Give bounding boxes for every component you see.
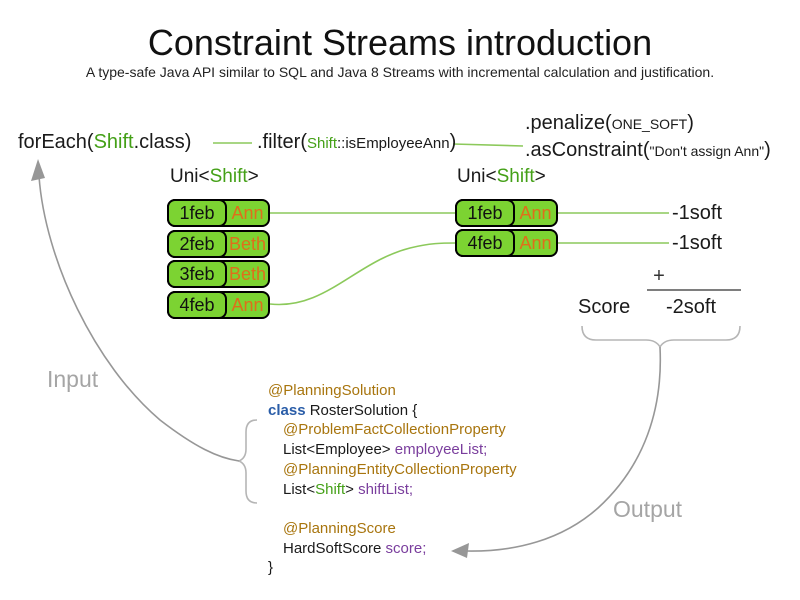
code-line-score-field: HardSoftScore score; — [268, 539, 517, 559]
connector-filter-asconstraint — [452, 143, 524, 147]
page-subtitle: A type-safe Java API similar to SQL and … — [85, 64, 715, 80]
type-param: Shift — [209, 166, 248, 187]
fact-type: List<Employee> — [283, 441, 395, 459]
foreach-open: forEach( — [18, 131, 94, 153]
employee-cell: Ann — [231, 295, 264, 315]
roster-solution-code-block: @PlanningSolution class RosterSolution {… — [268, 381, 517, 578]
annotation-planning-solution: @PlanningSolution — [268, 382, 396, 399]
code-line-annotation-entity: @PlanningEntityCollectionProperty — [268, 460, 517, 480]
employee-cell: Ann — [231, 203, 264, 223]
filter-method-arg: ::isEmployeeAnn — [337, 135, 450, 152]
code-line-shift-list: List<Shift> shiftList; — [268, 480, 517, 500]
entity-type-param: Shift — [315, 480, 346, 498]
code-brace — [236, 419, 258, 504]
penalty-value-1: -1soft — [672, 202, 723, 224]
type-close: > — [534, 166, 546, 187]
penalize-expression: .penalize(ONE_SOFT) — [525, 112, 694, 135]
date-cell: 4feb — [455, 229, 515, 257]
filtered-stream-type-label: Uni<Shift> — [457, 166, 546, 188]
input-stream-type-label: Uni<Shift> — [170, 166, 259, 188]
type-open: Uni< — [457, 166, 497, 187]
code-line-annotation-solution: @PlanningSolution — [268, 381, 517, 401]
employee-cell: Beth — [228, 264, 267, 284]
keyword-class: class — [268, 401, 306, 419]
type-param: Shift — [496, 166, 535, 187]
foreach-expression: forEach(Shift.class) — [18, 131, 191, 154]
score-type: HardSoftScore — [283, 539, 386, 557]
date-cell: 4feb — [167, 291, 227, 319]
entity-field: shiftList; — [358, 480, 414, 498]
score-label: Score — [578, 296, 631, 318]
entity-type-open: List< — [283, 480, 316, 498]
date-cell: 3feb — [167, 260, 227, 288]
filter-class-arg: Shift — [307, 135, 338, 152]
code-line-class-decl: class RosterSolution { — [268, 401, 517, 421]
input-flow-label: Input — [47, 366, 99, 392]
connector-row-4feb-curve — [269, 242, 457, 306]
asconstraint-arg: "Don't assign Ann" — [649, 143, 765, 159]
date-cell: 2feb — [167, 230, 227, 258]
score-field: score; — [385, 539, 427, 557]
input-arrowhead-icon — [31, 159, 45, 181]
code-line-annotation-score: @PlanningScore — [268, 519, 517, 539]
plus-sign: + — [653, 265, 665, 287]
date-cell: 1feb — [455, 199, 515, 227]
filter-expression: .filter(Shift::isEmployeeAnn) — [257, 131, 456, 154]
class-name: RosterSolution { — [305, 401, 418, 419]
filter-open: .filter( — [257, 131, 307, 153]
score-total: -2soft — [666, 296, 717, 318]
annotation-planning-entity: @PlanningEntityCollectionProperty — [283, 460, 517, 478]
page-title: Constraint Streams introduction — [147, 22, 653, 63]
code-line-blank — [268, 499, 517, 519]
close-brace: } — [268, 559, 274, 577]
asconstraint-expression: .asConstraint("Don't assign Ann") — [525, 139, 771, 162]
penalize-arg: ONE_SOFT — [611, 116, 688, 132]
entity-type-close: > — [345, 480, 359, 498]
annotation-problem-fact: @ProblemFactCollectionProperty — [283, 421, 506, 439]
penalize-close: ) — [687, 112, 694, 134]
score-brace — [581, 325, 741, 349]
type-open: Uni< — [170, 166, 210, 187]
type-close: > — [247, 166, 259, 187]
employee-cell: Beth — [228, 234, 267, 254]
code-line-employee-list: List<Employee> employeeList; — [268, 440, 517, 460]
penalty-value-2: -1soft — [672, 232, 723, 254]
code-line-close-brace: } — [268, 558, 517, 578]
asconstraint-close: ) — [764, 139, 771, 161]
employee-cell: Ann — [519, 233, 552, 253]
annotation-planning-score: @PlanningScore — [283, 519, 396, 537]
date-cell: 1feb — [167, 199, 227, 227]
penalize-open: .penalize( — [525, 112, 612, 134]
employee-cell: Ann — [519, 203, 552, 223]
foreach-close: .class) — [133, 131, 192, 153]
output-flow-label: Output — [613, 496, 683, 522]
foreach-class-arg: Shift — [93, 131, 134, 153]
fact-field: employeeList; — [394, 441, 488, 459]
code-line-annotation-fact: @ProblemFactCollectionProperty — [268, 420, 517, 440]
asconstraint-open: .asConstraint( — [525, 139, 650, 161]
filter-close: ) — [449, 131, 457, 153]
